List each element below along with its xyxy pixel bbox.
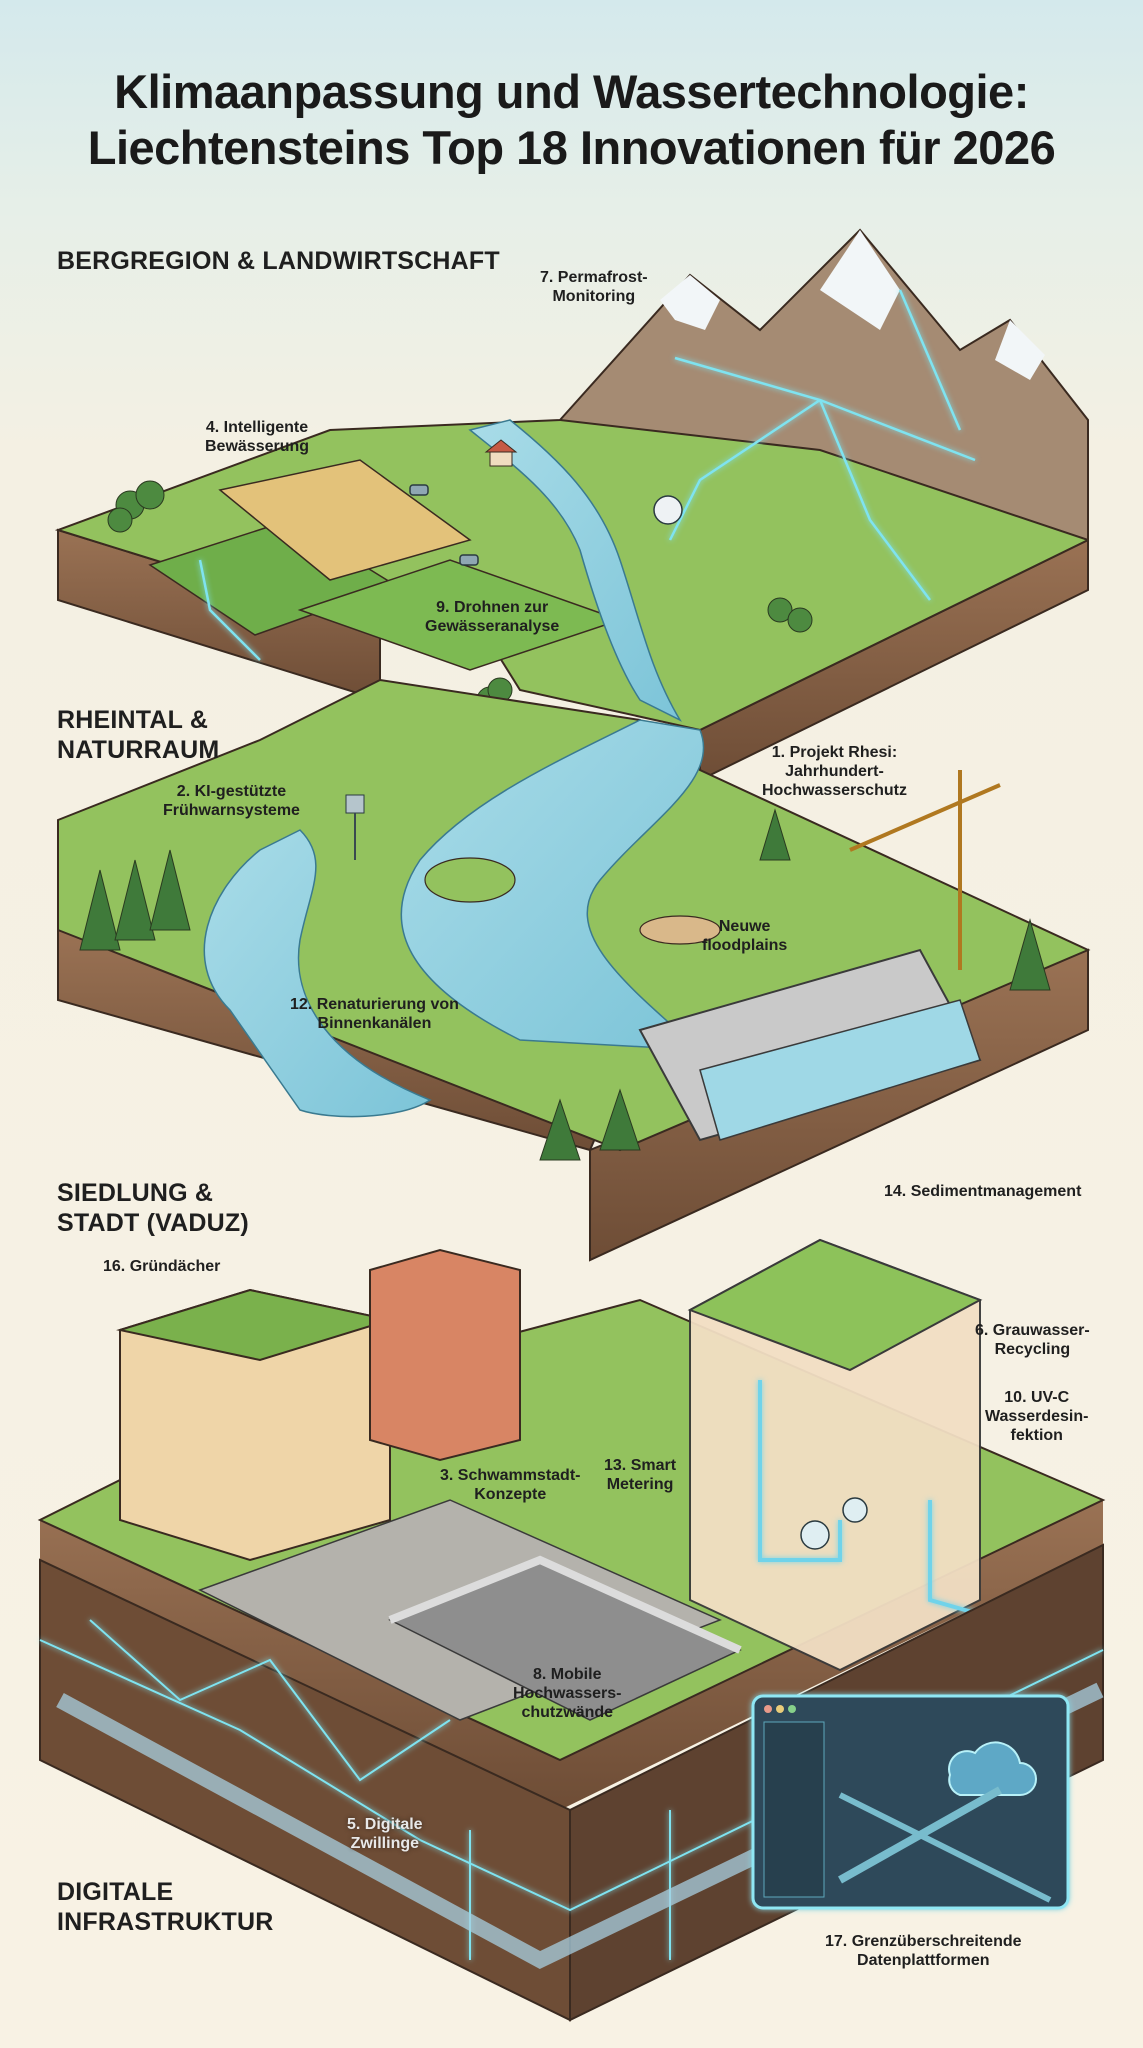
- label-line: fektion: [1010, 1427, 1063, 1444]
- section-heading-line-2: STADT (VADUZ): [57, 1209, 249, 1237]
- label-line: Hochwassers-: [513, 1685, 622, 1702]
- label-line: 12. Renaturierung von: [290, 996, 459, 1013]
- section-heading-line-1: SIEDLUNG &: [57, 1179, 214, 1207]
- section-heading-line-1: RHEINTAL &: [57, 706, 209, 734]
- label-sedimentmanagement: 14. Sedimentmanagement: [884, 1182, 1081, 1201]
- label-line: 16. Gründächer: [103, 1258, 221, 1275]
- section-heading-text: BERGREGION & LANDWIRTSCHAFT: [57, 247, 500, 275]
- label-line: chutzwände: [521, 1704, 614, 1721]
- label-line: 7. Permafrost-: [540, 269, 648, 286]
- section-heading-siedlung: SIEDLUNG & STADT (VADUZ): [57, 1178, 249, 1238]
- label-line: 5. Digitale: [347, 1816, 423, 1833]
- section-heading-line-2: INFRASTRUKTUR: [57, 1908, 274, 1936]
- label-line: Konzepte: [474, 1486, 547, 1503]
- label-line: Datenplattformen: [857, 1952, 990, 1969]
- section-heading-line-1: DIGITALE: [57, 1878, 174, 1906]
- label-line: 8. Mobile: [533, 1666, 602, 1683]
- label-line: Frühwarnsysteme: [163, 802, 300, 819]
- section-heading-rheintal: RHEINTAL & NATURRAUM: [57, 705, 219, 765]
- label-line: 14. Sedimentmanagement: [884, 1183, 1082, 1200]
- label-gruendaecher: 16. Gründächer: [103, 1257, 220, 1276]
- city-tier: [37, 1238, 1106, 1810]
- section-heading-bergregion: BERGREGION & LANDWIRTSCHAFT: [57, 246, 500, 276]
- label-line: 17. Grenzüberschreitende: [825, 1933, 1022, 1950]
- label-line: Jahrhundert-: [785, 763, 884, 780]
- label-uvc-wasserdesinfektion: 10. UV-C Wasserdesin- fektion: [985, 1388, 1088, 1445]
- label-line: Recycling: [994, 1341, 1071, 1358]
- label-line: Metering: [606, 1476, 674, 1493]
- title-line-2: Liechtensteins Top 18 Innovationen für 2…: [87, 121, 1056, 174]
- label-line: Gewässeranalyse: [425, 618, 560, 635]
- label-smart-metering: 13. Smart Metering: [604, 1456, 676, 1494]
- label-line: 10. UV-C: [1004, 1389, 1070, 1406]
- label-line: Neuwe: [718, 918, 771, 935]
- label-line: Wasserdesin-: [985, 1408, 1089, 1425]
- label-line: 6. Grauwasser-: [975, 1322, 1090, 1339]
- rheintal-tier: [57, 678, 1091, 1262]
- underground-tier: [39, 1543, 1104, 2022]
- label-renaturierung-binnenkanaele: 12. Renaturierung von Binnenkanälen: [290, 995, 459, 1033]
- label-neue-floodplains: Neuwe floodplains: [702, 917, 787, 955]
- label-line: floodplains: [702, 937, 788, 954]
- label-grenzueberschreitende-datenplattformen: 17. Grenzüberschreitende Datenplattforme…: [825, 1932, 1022, 1970]
- label-line: 2. KI-gestützte: [176, 783, 287, 800]
- label-drohnen-gewaesseranalyse: 9. Drohnen zur Gewässeranalyse: [425, 598, 559, 636]
- label-ki-fruehwarnsysteme: 2. KI-gestützte Frühwarnsysteme: [163, 782, 300, 820]
- label-line: Monitoring: [552, 288, 636, 305]
- section-heading-line-2: NATURRAUM: [57, 736, 220, 764]
- label-digitale-zwillinge: 5. Digitale Zwillinge: [347, 1815, 423, 1853]
- label-intelligente-bewaesserung: 4. Intelligente Bewässerung: [205, 418, 309, 456]
- label-line: Zwillinge: [350, 1835, 420, 1852]
- label-projekt-rhesi: 1. Projekt Rhesi: Jahrhundert- Hochwasse…: [762, 743, 907, 800]
- section-heading-digital: DIGITALE INFRASTRUKTUR: [57, 1877, 273, 1937]
- data-platform-screen: [751, 1694, 1070, 1910]
- page-title: Klimaanpassung und Wassertechnologie: Li…: [0, 64, 1143, 176]
- label-mobile-hochwasserschutzwaende: 8. Mobile Hochwassers- chutzwände: [513, 1665, 622, 1722]
- mountain-tier: [54, 228, 1089, 782]
- label-line: Binnenkanälen: [317, 1015, 432, 1032]
- label-line: 3. Schwammstadt-: [440, 1467, 581, 1484]
- label-line: 4. Intelligente: [205, 419, 309, 436]
- title-line-1: Klimaanpassung und Wassertechnologie:: [114, 65, 1029, 118]
- label-grauwasser-recycling: 6. Grauwasser- Recycling: [975, 1321, 1090, 1359]
- label-line: 9. Drohnen zur: [436, 599, 549, 616]
- label-schwammstadt-konzepte: 3. Schwammstadt- Konzepte: [440, 1466, 580, 1504]
- label-line: 13. Smart: [604, 1457, 677, 1474]
- label-line: 1. Projekt Rhesi:: [771, 744, 898, 761]
- label-line: Hochwasserschutz: [762, 782, 907, 799]
- label-permafrost-monitoring: 7. Permafrost- Monitoring: [540, 268, 648, 306]
- label-line: Bewässerung: [205, 438, 310, 455]
